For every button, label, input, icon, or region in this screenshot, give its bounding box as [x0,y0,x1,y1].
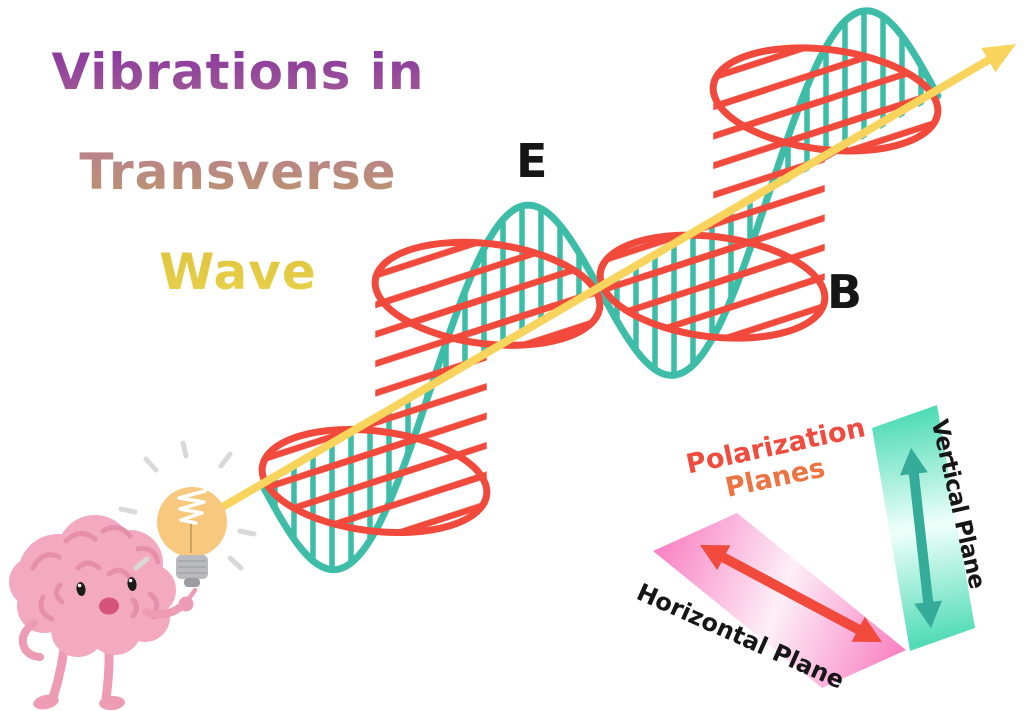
lightbulb-icon [118,440,257,587]
brain-character [9,515,198,711]
title-line-1: Vibrations in [12,22,464,122]
page-title: Vibrations in Transverse Wave [12,22,464,322]
polarization-planes [653,405,975,688]
vertical-plane-arrow [900,448,942,628]
propagation-arrow [215,44,1016,513]
e-field-label: E [516,134,548,188]
title-line-2: Transverse [12,122,464,222]
horizontal-plane-arrow [700,545,882,642]
b-field-label: B [827,265,863,319]
title-line-3: Wave [12,222,464,322]
